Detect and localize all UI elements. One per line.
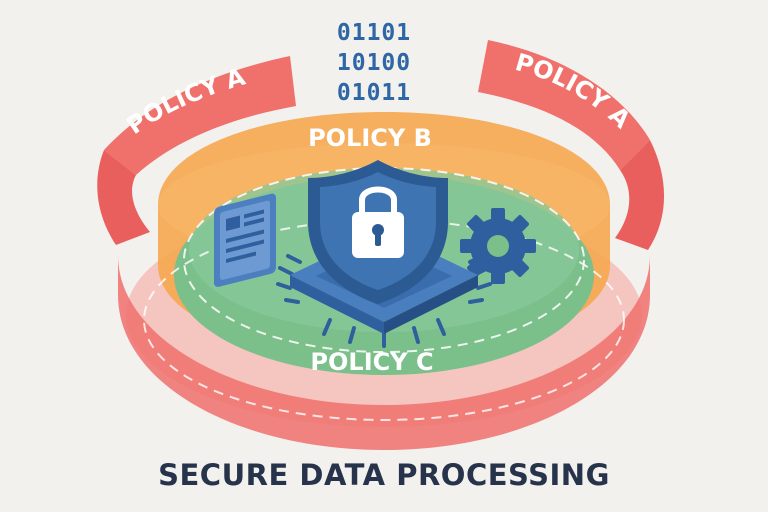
shield-lock-icon (308, 160, 448, 304)
policy-a-ribbon-right (478, 40, 650, 170)
binary-line-2: 10100 (337, 50, 411, 76)
policy-a-ribbon-right-tail (615, 140, 665, 250)
policy-a-ribbon-left (104, 56, 296, 175)
policy-a-front-wall (118, 255, 650, 450)
binary-line-3: 01011 (337, 80, 411, 106)
policy-a-ribbon-left-tail (97, 150, 150, 245)
policy-c-dashed-boundary (183, 167, 585, 353)
padlock-icon (352, 186, 404, 258)
document-icon (214, 193, 276, 287)
policy-c-label: POLICY C (310, 348, 433, 376)
diagram-caption: SECURE DATA PROCESSING (158, 458, 610, 492)
policy-b-label: POLICY B (308, 124, 432, 152)
binary-line-1: 01101 (337, 20, 411, 46)
binary-stream: 01101 10100 01011 (337, 20, 411, 106)
